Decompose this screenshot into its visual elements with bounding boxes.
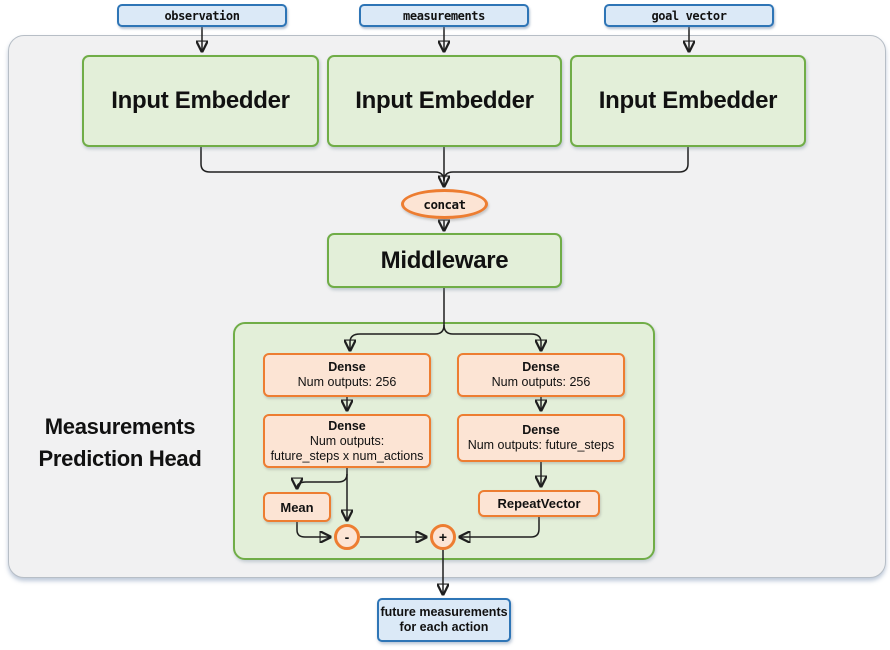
middleware-node-label: Middleware	[380, 246, 509, 274]
subtract-op-label: -	[344, 529, 350, 545]
dense-right-1-subtitle: Num outputs: 256	[491, 375, 591, 389]
output-node: future measurements for each action	[377, 598, 511, 642]
dense-left-2-subtitle2: future_steps x num_actions	[270, 448, 424, 463]
input-embedder-2-label: Input Embedder	[355, 87, 534, 114]
input-embedder-1-label: Input Embedder	[111, 87, 290, 114]
dense-left-2-title: Dense	[328, 418, 366, 433]
repeat-vector-node: RepeatVector	[478, 490, 600, 517]
input-node-measurements: measurements	[359, 4, 529, 27]
add-op-node: +	[430, 524, 456, 550]
mean-node: Mean	[263, 492, 331, 522]
middleware-node: Middleware	[327, 233, 562, 288]
head-title-line1: Measurements	[44, 414, 196, 439]
output-node-line1: future measurements	[380, 605, 508, 619]
dense-right-2-title: Dense	[522, 423, 560, 437]
dense-right-2: Dense Num outputs: future_steps	[457, 414, 625, 462]
wire-split-left	[350, 324, 445, 350]
concat-node: concat	[401, 189, 488, 219]
dense-left-1-subtitle: Num outputs: 256	[297, 375, 397, 389]
wire-embedder3-merge	[443, 147, 689, 182]
input-node-observation-label: observation	[164, 8, 240, 23]
input-embedder-1: Input Embedder	[82, 55, 319, 147]
wire-embedder1-merge	[200, 147, 445, 182]
input-embedder-2: Input Embedder	[327, 55, 562, 147]
concat-node-label: concat	[423, 196, 466, 212]
input-node-measurements-label: measurements	[403, 8, 485, 23]
add-op-label: +	[438, 529, 448, 545]
input-node-goal-vector-label: goal vector	[651, 8, 727, 23]
dense-left-2: Dense Num outputs: future_steps x num_ac…	[263, 414, 431, 468]
head-title: Measurements Prediction Head	[18, 411, 222, 475]
wire-mean-to-minus	[296, 522, 330, 537]
head-title-line2: Prediction Head	[38, 446, 202, 471]
output-node-line2: for each action	[399, 620, 489, 634]
wire-dense-l2-to-mean	[297, 473, 348, 488]
wire-split-right	[443, 324, 541, 350]
dense-right-1-title: Dense	[522, 360, 560, 374]
input-embedder-3-label: Input Embedder	[598, 87, 778, 114]
subtract-op-node: -	[334, 524, 360, 550]
mean-node-label: Mean	[280, 499, 314, 515]
dense-left-1-title: Dense	[328, 360, 366, 374]
repeat-vector-node-label: RepeatVector	[497, 496, 581, 511]
wire-repeat-to-plus	[460, 517, 540, 537]
dense-left-2-subtitle: Num outputs:	[309, 433, 385, 448]
input-node-goal-vector: goal vector	[604, 4, 774, 27]
dense-left-1: Dense Num outputs: 256	[263, 353, 431, 397]
dense-right-2-subtitle: Num outputs: future_steps	[467, 438, 615, 452]
input-embedder-3: Input Embedder	[570, 55, 806, 147]
input-node-observation: observation	[117, 4, 287, 27]
dense-right-1: Dense Num outputs: 256	[457, 353, 625, 397]
